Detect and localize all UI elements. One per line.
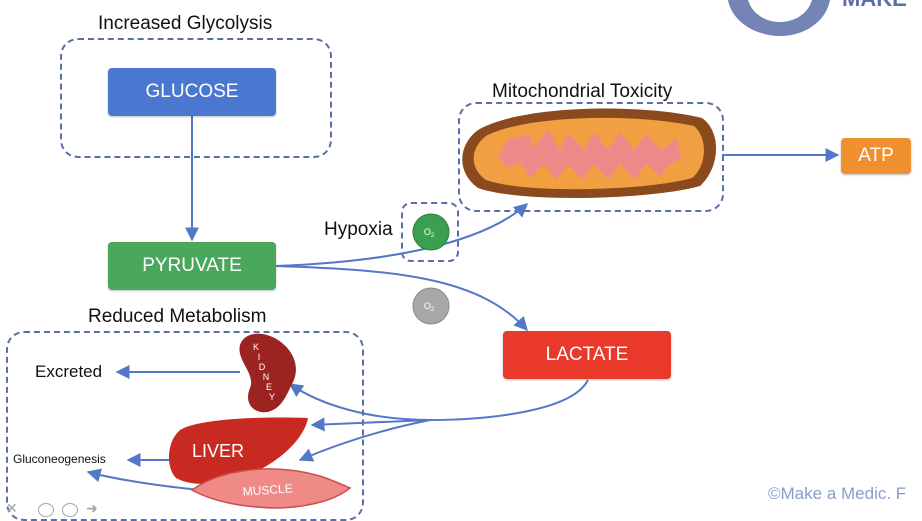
reduced-metabolism-title: Reduced Metabolism (88, 306, 267, 327)
hypoxia-label: Hypoxia (324, 219, 393, 240)
kidney-icon (239, 333, 296, 413)
lactate-box: LACTATE (503, 331, 671, 379)
player-controls: ✕ ➜ (0, 500, 110, 517)
glycolysis-region (60, 38, 332, 158)
arrow-pyruvate-to-lactate (275, 265, 528, 332)
hypoxia-region (401, 202, 459, 262)
gluconeogenesis-label: Gluconeogenesis (13, 452, 106, 466)
next-icon[interactable]: ➜ (86, 500, 98, 516)
svg-text:I: I (258, 352, 261, 362)
svg-text:D: D (259, 362, 266, 372)
svg-text:K: K (253, 342, 259, 352)
svg-text:N: N (263, 372, 270, 382)
arrow-pyruvate-to-mitochondria (275, 203, 529, 267)
muscle-label: MUSCLE (242, 481, 293, 498)
arrow-muscle-to-gluconeogenesis (86, 468, 201, 491)
arrow-lactate-to-muscle (298, 419, 431, 462)
kidney-label: K I D N E Y (253, 342, 275, 402)
close-icon[interactable]: ✕ (6, 500, 18, 516)
more-icon[interactable] (62, 503, 78, 517)
liver-label: LIVER (192, 441, 244, 461)
o2-inactive-icon: O2 (412, 287, 450, 325)
svg-text:Y: Y (269, 392, 275, 402)
arrow-lactate-to-kidney (288, 379, 589, 422)
o2-active-icon: O2 (412, 213, 450, 251)
svg-text:E: E (266, 382, 272, 392)
glucose-box: GLUCOSE (108, 68, 276, 116)
pyruvate-box: PYRUVATE (108, 242, 276, 290)
svg-text:O2: O2 (424, 301, 435, 313)
arrow-lactate-to-liver (310, 417, 431, 432)
brand-logo: MAKE (728, 0, 907, 36)
copyright-watermark: ©Make a Medic. F (768, 484, 907, 503)
mitochondrial-toxicity-title: Mitochondrial Toxicity (492, 81, 673, 102)
svg-text:O2: O2 (424, 227, 435, 239)
logo-text: MAKE (842, 0, 907, 11)
atp-box: ATP (841, 138, 911, 174)
liver-icon (168, 417, 308, 484)
increased-glycolysis-title: Increased Glycolysis (98, 13, 273, 34)
excreted-label: Excreted (35, 362, 103, 381)
muscle-icon (190, 468, 352, 509)
mitochondrion-icon (462, 108, 717, 198)
caption-icon[interactable] (38, 503, 54, 517)
mitochondria-region (458, 102, 724, 212)
